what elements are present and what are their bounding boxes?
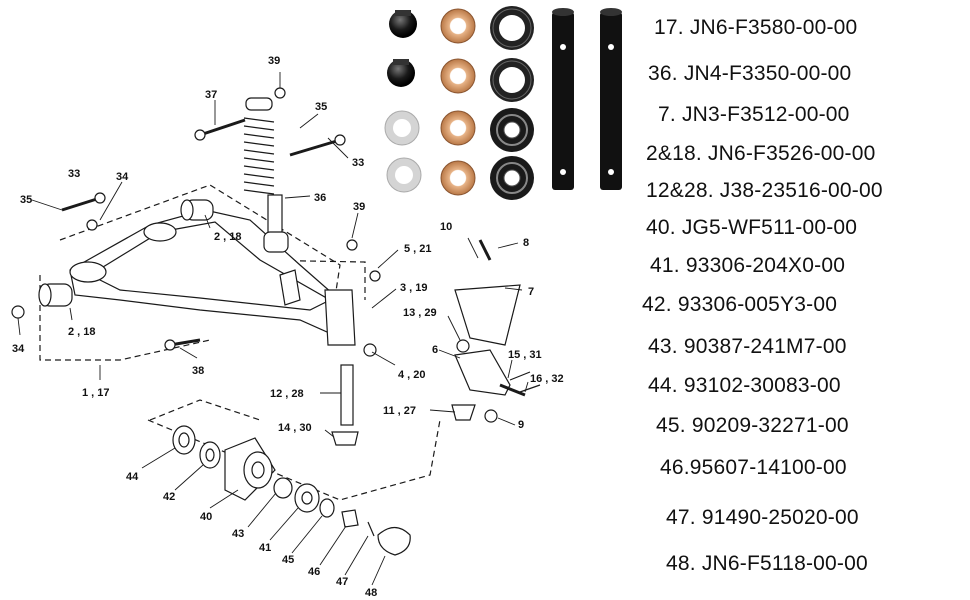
callout-8: 8 <box>523 237 529 249</box>
part-row: 42. 93306-005Y3-00 <box>642 293 838 316</box>
callout-34: 34 <box>12 343 25 355</box>
callout-39: 39 <box>268 55 280 67</box>
part-row: 45. 90209-32271-00 <box>656 414 849 437</box>
callout-46: 46 <box>308 566 320 578</box>
callout-44: 44 <box>126 471 139 483</box>
callout-13-29: 13 , 29 <box>403 307 437 319</box>
callout-4-20: 4 , 20 <box>398 369 426 381</box>
oil-seal-icon <box>490 58 534 102</box>
callout-39: 39 <box>353 201 365 213</box>
callout-14-30: 14 , 30 <box>278 422 312 434</box>
callout-5-21: 5 , 21 <box>404 243 432 255</box>
callout-6: 6 <box>432 344 438 356</box>
bushing-icon <box>180 199 214 221</box>
oil-seal-icon <box>490 6 534 50</box>
black-cap-icon <box>389 10 417 38</box>
bearing-icon <box>490 156 534 200</box>
black-cap-icon <box>387 59 415 87</box>
part-row: 17. JN6-F3580-00-00 <box>654 16 858 39</box>
callout-labels: 39 37 35 33 36 33 34 35 39 2 , 18 5 , 21… <box>12 55 564 599</box>
callout-41: 41 <box>259 542 271 554</box>
callout-33: 33 <box>352 157 364 169</box>
callout-16-32: 16 , 32 <box>530 373 564 385</box>
photo-parts <box>384 6 622 200</box>
part-row: 43. 90387-241M7-00 <box>648 335 847 358</box>
bearing-icon <box>490 108 534 152</box>
callout-35: 35 <box>315 101 327 113</box>
callout-48: 48 <box>365 587 377 599</box>
part-row: 46.95607-14100-00 <box>660 456 847 479</box>
callout-10: 10 <box>440 221 452 233</box>
callout-34: 34 <box>116 171 129 183</box>
callout-3-19: 3 , 19 <box>400 282 428 294</box>
grey-washer-icon <box>386 157 422 193</box>
bushing-icon <box>38 283 73 307</box>
part-row: 48. JN6-F5118-00-00 <box>666 552 868 575</box>
part-row: 36. JN4-F3350-00-00 <box>648 62 852 85</box>
part-row: 12&28. J38-23516-00-00 <box>646 179 883 202</box>
callout-12-28: 12 , 28 <box>270 388 304 400</box>
callout-1-17: 1 , 17 <box>82 387 110 399</box>
callout-7: 7 <box>528 286 534 298</box>
shock-absorber-icon <box>243 97 289 253</box>
part-row: 41. 93306-204X0-00 <box>650 254 846 277</box>
part-row: 40. JG5-WF511-00-00 <box>646 216 858 239</box>
callout-2-18: 2 , 18 <box>214 231 242 243</box>
callout-37: 37 <box>205 89 217 101</box>
bronze-bushing-icon <box>440 58 476 94</box>
part-row: 2&18. JN6-F3526-00-00 <box>646 142 876 165</box>
callout-45: 45 <box>282 554 294 566</box>
callout-15-31: 15 , 31 <box>508 349 542 361</box>
hub-assembly-icon <box>172 425 411 556</box>
callout-2-18: 2 , 18 <box>68 326 96 338</box>
part-row: 7. JN3-F3512-00-00 <box>658 103 850 126</box>
parts-list: 17. JN6-F3580-00-00 36. JN4-F3350-00-00 … <box>640 6 970 596</box>
line-drawing <box>11 72 541 586</box>
part-row: 44. 93102-30083-00 <box>648 374 841 397</box>
king-pin-icon <box>600 8 622 190</box>
bronze-bushing-icon <box>440 8 476 44</box>
callout-33: 33 <box>68 168 80 180</box>
callout-38: 38 <box>192 365 204 377</box>
callout-35: 35 <box>20 194 32 206</box>
callout-47: 47 <box>336 576 348 588</box>
callout-11-27: 11 , 27 <box>383 405 416 417</box>
callout-9: 9 <box>518 419 524 431</box>
bronze-bushing-icon <box>440 110 476 146</box>
callout-42: 42 <box>163 491 175 503</box>
bronze-bushing-icon <box>440 160 476 196</box>
king-pin-icon <box>552 8 574 190</box>
callout-36: 36 <box>314 192 326 204</box>
callout-40: 40 <box>200 511 212 523</box>
grey-washer-icon <box>384 110 420 146</box>
callout-43: 43 <box>232 528 244 540</box>
part-row: 47. 91490-25020-00 <box>666 506 859 529</box>
